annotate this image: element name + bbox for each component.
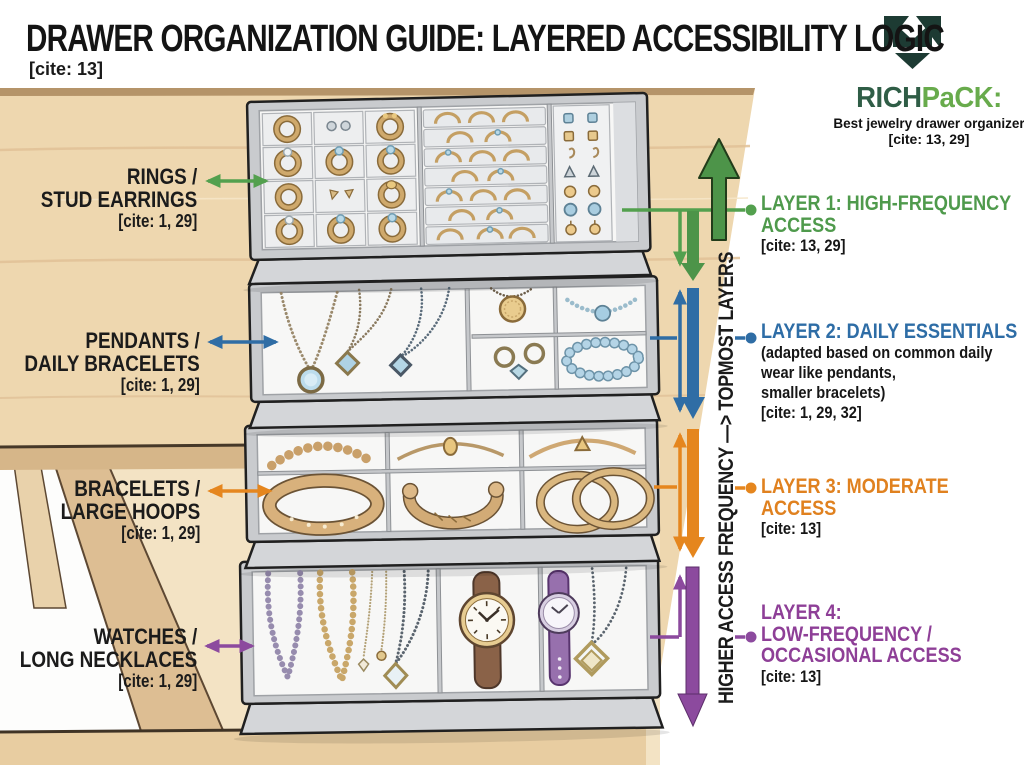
long-necklaces: [264, 568, 430, 690]
layer-body-line: smaller bracelets): [761, 382, 886, 402]
frequency-column: HIGHER ACCESS FREQUENCY —> TOPMOST LAYER…: [622, 138, 757, 728]
layer-heading: ACCESS: [761, 496, 837, 520]
tray-layer-3: [239, 417, 668, 578]
label-citation: [cite: 1, 29]: [118, 211, 197, 231]
brand-tagline: Best jewelry drawer organizer: [833, 116, 1024, 131]
label-citation: [cite: 1, 29]: [121, 375, 200, 395]
layer-heading: LOW-FREQUENCY /: [761, 622, 932, 646]
brand-name: RICHPaCK:: [835, 82, 1023, 115]
watch-purple: [537, 569, 580, 687]
brand-citation: [cite: 13, 29]: [888, 131, 970, 147]
label-rings-stud-earrings: RINGS / STUD EARRINGS [cite: 1, 29]: [41, 165, 197, 232]
layer-heading: LAYER 2: DAILY ESSENTIALS: [761, 320, 1018, 343]
label-citation: [cite: 1, 29]: [121, 523, 200, 543]
label-citation: [cite: 1, 29]: [118, 671, 197, 691]
pendant-necklaces: [279, 286, 451, 394]
label-layer-1: LAYER 1: HIGH-FREQUENCY ACCESS [cite: 13…: [761, 193, 1011, 256]
label-pendants-daily-bracelets: PENDANTS / DAILY BRACELETS [cite: 1, 29]: [25, 329, 200, 396]
ring-grid: [261, 109, 418, 249]
label-layer-3: LAYER 3: MODERATE ACCESS [cite: 13]: [761, 476, 949, 539]
label-watches-long-necklaces: WATCHES / LONG NECKLACES [cite: 1, 29]: [20, 625, 197, 692]
label-line: DAILY BRACELETS: [24, 351, 200, 376]
layer-body-line: wear like pendants,: [761, 362, 896, 382]
dot-layer-2: [745, 332, 757, 344]
layer-heading: OCCASIONAL ACCESS: [761, 644, 962, 667]
layer-heading: LAYER 4:: [761, 601, 842, 624]
axis-up-arrow: [698, 138, 740, 241]
label-line: BRACELETS /: [73, 476, 200, 501]
label-layer-2: LAYER 2: DAILY ESSENTIALS (adapted based…: [761, 321, 1017, 423]
label-line: RINGS /: [126, 164, 197, 189]
coin-pendant: [489, 286, 535, 323]
chain-bracelet: [396, 436, 505, 461]
layer-citation: [cite: 13, 29]: [761, 236, 846, 255]
label-line: STUD EARRINGS: [40, 187, 197, 212]
layer-body-line: (adapted based on common daily: [761, 342, 993, 362]
pendant-necklace: [573, 566, 628, 677]
label-line: PENDANTS /: [85, 328, 200, 353]
wide-bangle: [262, 473, 385, 536]
watch-brown: [458, 571, 516, 690]
bead-oval-bracelet: [561, 336, 645, 382]
ring-rows: [422, 106, 549, 246]
thin-bangle: [528, 435, 637, 459]
beaded-bracelet-gem: [565, 294, 642, 322]
brand-block: RICHPaCK: Best jewelry drawer organizer …: [830, 82, 1024, 147]
left-connector-arrows: [204, 174, 279, 653]
layer-citation: [cite: 13]: [761, 519, 822, 538]
tray-layer-4: [233, 554, 670, 744]
brand-logo-icon: [884, 16, 941, 69]
label-line: LONG NECKLACES: [19, 647, 197, 672]
tray-layer-1: [243, 91, 660, 294]
dot-layer-3: [745, 482, 757, 494]
tray-layer-2: [243, 274, 668, 438]
small-rings-charm: [493, 342, 546, 381]
title-citation: [cite: 13]: [29, 59, 104, 79]
label-layer-4: LAYER 4: LOW-FREQUENCY / OCCASIONAL ACCE…: [761, 602, 962, 687]
label-line: LARGE HOOPS: [60, 499, 200, 524]
layer-citation: [cite: 1, 29, 32]: [761, 402, 862, 422]
layer-citation: [cite: 13]: [761, 666, 822, 686]
label-bracelets-large-hoops: BRACELETS / LARGE HOOPS [cite: 1, 29]: [60, 477, 200, 544]
dot-layer-4: [745, 631, 757, 643]
brand-name-rich: RICH: [856, 82, 922, 114]
brand-name-pack: PaCK:: [921, 82, 1003, 114]
open-cuff: [401, 481, 505, 530]
layer-heading: LAYER 3: MODERATE: [761, 475, 949, 498]
layer-heading: ACCESS: [761, 213, 837, 237]
page-title: DRAWER ORGANIZATION GUIDE: LAYERED ACCES…: [26, 18, 945, 60]
layer-heading: LAYER 1: HIGH-FREQUENCY: [761, 192, 1012, 215]
large-hoops: [535, 467, 655, 534]
bead-bracelet: [266, 441, 377, 471]
axis-label: HIGHER ACCESS FREQUENCY —> TOPMOST LAYER…: [714, 252, 738, 704]
dot-layer-1: [745, 204, 757, 216]
stud-earring-column: [552, 104, 613, 243]
label-line: WATCHES /: [93, 624, 197, 649]
